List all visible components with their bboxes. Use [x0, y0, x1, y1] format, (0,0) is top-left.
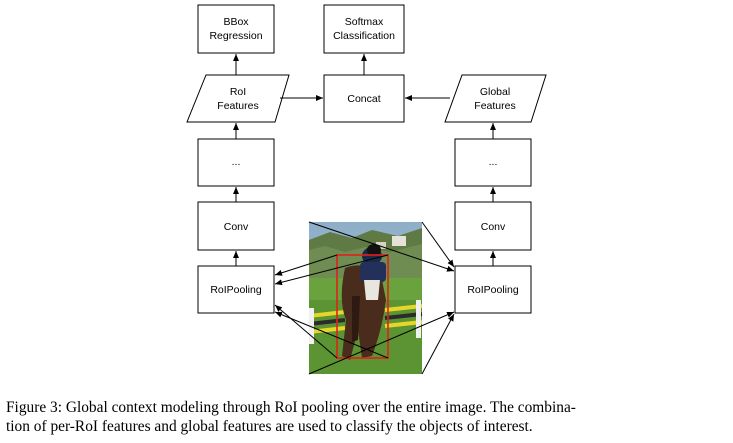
global-features-label-line2: Features: [474, 100, 515, 112]
horse-and-rider-jumping-photo: [308, 222, 423, 374]
ellipsis-left-label: ...: [232, 156, 241, 168]
global-features-label-line1: Global: [480, 86, 510, 98]
conv-right-label: Conv: [481, 221, 506, 233]
roipooling-right-box: [454, 265, 532, 314]
projection-line: [274, 254, 389, 286]
roipooling-right-label: RoIPooling: [467, 284, 519, 296]
softmax-classification-label-line1: Softmax: [345, 16, 384, 28]
caption-line-1: Figure 3: Global context modeling throug…: [6, 399, 576, 416]
caption-line-2: tion of per-RoI features and global feat…: [6, 418, 533, 435]
conv-left-box: [197, 201, 275, 251]
projection-line: [274, 304, 338, 359]
ellipsis-left-box: [197, 138, 275, 187]
ellipsis-right-box: [454, 138, 532, 187]
projection-line: [308, 221, 455, 272]
figure-caption: Figure 3: Global context modeling throug…: [6, 398, 728, 436]
projection-line: [274, 311, 389, 359]
roi-features-box: [186, 74, 290, 123]
bbox-regression-label-line2: Regression: [209, 30, 262, 42]
softmax-classification-label-line2: Classification: [333, 30, 395, 42]
conv-right-box: [454, 201, 532, 251]
roipooling-left-label: RoIPooling: [210, 284, 262, 296]
projection-line: [274, 254, 338, 276]
ellipsis-right-label: ...: [489, 156, 498, 168]
roi-features-label-line1: RoI: [230, 86, 246, 98]
projection-line: [421, 313, 455, 375]
projection-line: [421, 221, 455, 268]
bbox-regression-box: [197, 4, 275, 54]
global-features-box: [444, 74, 547, 123]
projection-line: [308, 311, 455, 375]
concat-label: Concat: [347, 93, 380, 105]
roi-features-label-line2: Features: [217, 100, 258, 112]
softmax-classification-box: [323, 4, 405, 54]
bbox-regression-label-line1: BBox: [223, 16, 249, 28]
concat-box: [323, 74, 405, 123]
conv-left-label: Conv: [224, 221, 249, 233]
